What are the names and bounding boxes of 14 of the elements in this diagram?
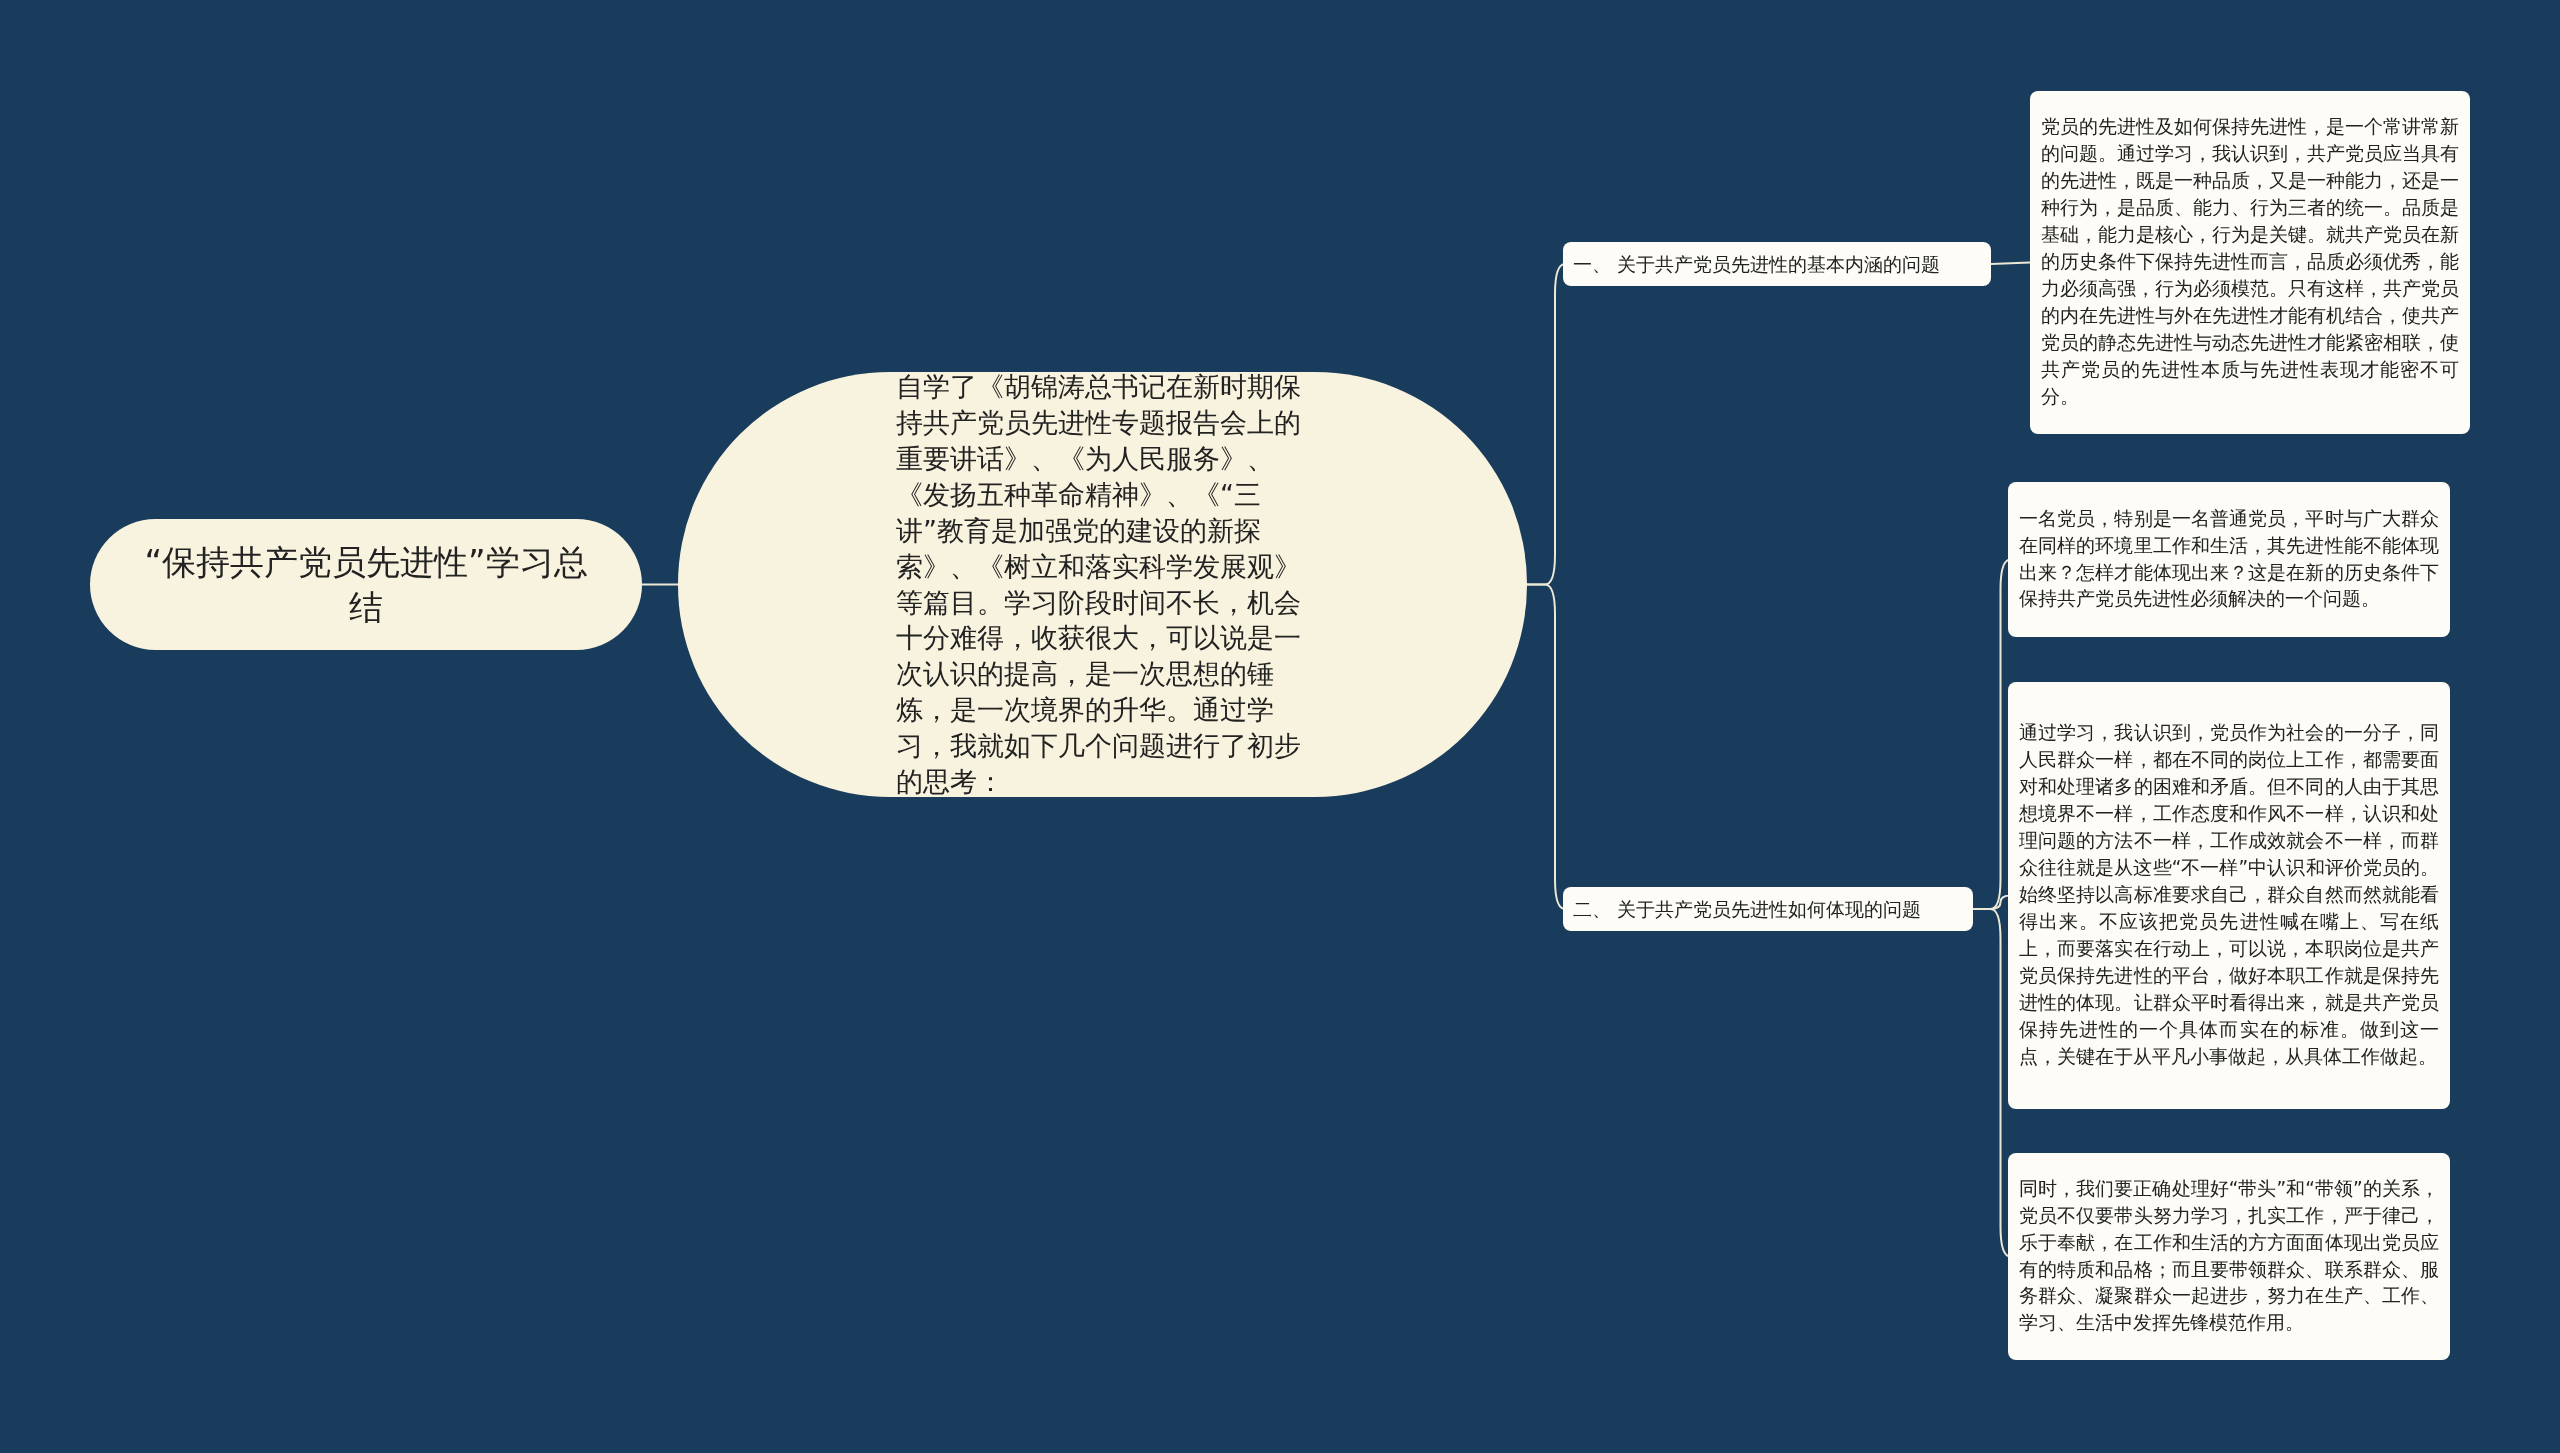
text-card xyxy=(2008,482,2450,637)
branch-label: 二、 关于共产党员先进性如何体现的问题 xyxy=(1563,887,1973,931)
text-card xyxy=(2008,1153,2450,1360)
body-text: 同时，我们要正确处理好“带头”和“带领”的关系，党员不仅要带头努力学习，扎实工作，严于律己，乐于奉献，在工作和生活的方方面面体现出党员应有的特质和品格；而且要带领群众、联系群众、服务群众、凝聚群众一起进步，努力在生产、工作、学习、生活中发挥先锋模范作用。 xyxy=(2019,1176,2439,1336)
connector-line xyxy=(1990,261,2031,265)
body-text: “保持共产党员先进性”学习总结 xyxy=(143,541,589,629)
connector-line xyxy=(641,583,679,586)
text-card xyxy=(2030,91,2470,434)
text-card xyxy=(2008,682,2450,1109)
branch-label: 一、 关于共产党员先进性的基本内涵的问题 xyxy=(1563,242,1991,286)
body-text: 通过学习，我认识到，党员作为社会的一分子，同人民群众一样，都在不同的岗位上工作，都需要面对和处理诸多的困难和矛盾。但不同的人由于其思想境界不一样，工作态度和作风不一样，认识和处理问题的方法不一样，工作成效就会不一样，而群众往往就是从这些“不一样”中认识和评价党员的。始终坚持以高标准要求自己，群众自然而然就能看得出来。不应该把党员先进性喊在嘴上、写在纸上，而要落实在行动上，可以说，本职岗位是共产党员保持先进性的平台，做好本职工作就是保持先进性的体现。让群众平时看得出来，就是共产党员保持先进性的一个具体而实在的标准。做到这一点，关键在于从平凡小事做起，从具体工作做起。 xyxy=(2019,721,2439,1069)
body-text: 一名党员，特别是一名普通党员，平时与广大群众在同样的环境里工作和生活，其先进性能不能体现出来？怎样才能体现出来？这是在新的历史条件下保持共产党员先进性必须解决的一个问题。 xyxy=(2019,506,2439,612)
body-text: 党员的先进性及如何保持先进性，是一个常讲常新的问题。通过学习，我认识到，共产党员应当具有的先进性，既是一种品质，又是一种能力，还是一种行为，是品质、能力、行为三者的统一。品质是基础，能力是核心，行为是关键。就共产党员在新的历史条件下保持先进性而言，品质必须优秀，能力必须高强，行为必须模范。只有这样，共产党员的内在先进性与外在先进性才能有机结合，使共产党员的静态先进性与动态先进性才能紧密相联，使共产党员的先进性本质与先进性表现才能密不可分。 xyxy=(2041,115,2459,409)
body-text: 自学了《胡锦涛总书记在新时期保持共产党员先进性专题报告会上的重要讲话》、《为人民服务》、《发扬五种革命精神》、《“三讲”教育是加强党的建设的新探索》、《树立和落实科学发展观》等篇目。学习阶段时间不长，机会十分难得，收获很大，可以说是一次认识的提高，是一次思想的锤炼，是一次境界的升华。通过学习，我就如下几个问题进行了初步的思考： xyxy=(896,370,1302,800)
